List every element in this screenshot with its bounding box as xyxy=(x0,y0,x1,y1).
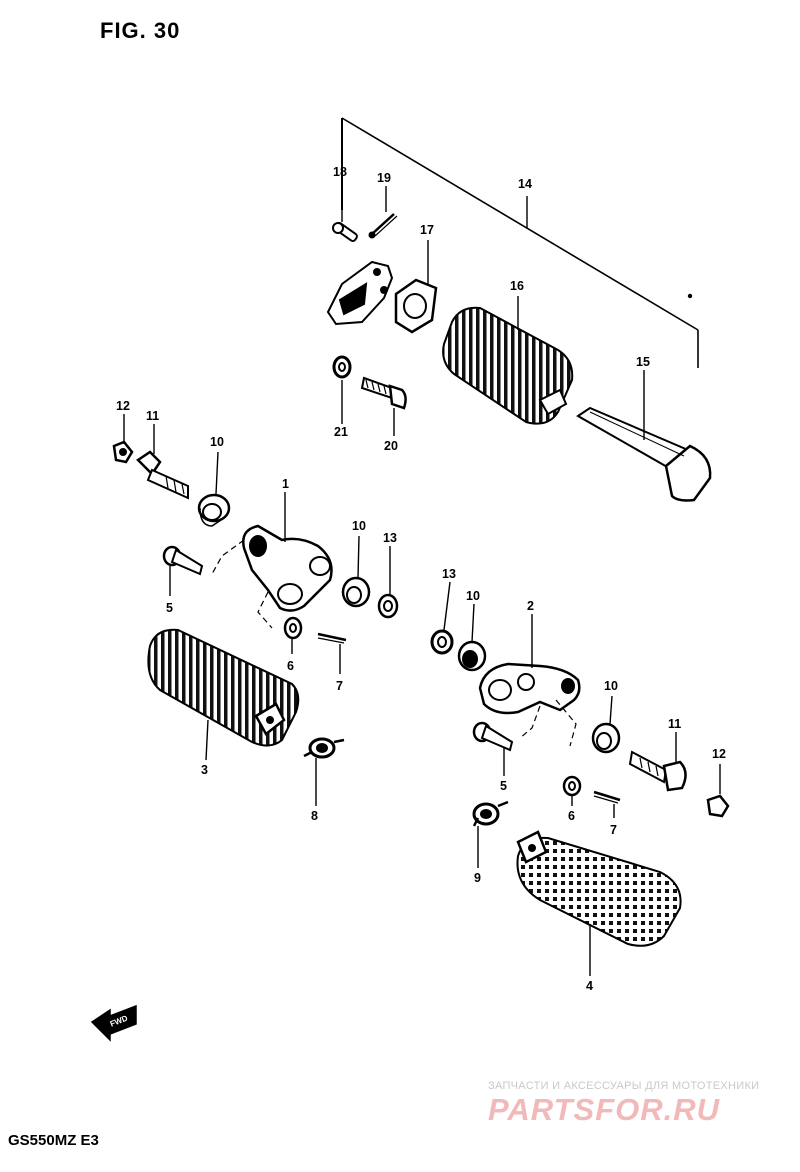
callout-5-left: 5 xyxy=(166,601,173,615)
footrest-bracket-17 xyxy=(326,260,394,326)
callout-21: 21 xyxy=(334,425,348,439)
footrest-bracket-2 xyxy=(478,662,581,747)
cap-nut-12-left xyxy=(112,440,134,464)
pivot-bolt-11-left xyxy=(136,450,189,500)
callout-3: 3 xyxy=(201,763,208,777)
callout-11-right: 11 xyxy=(668,717,681,731)
callout-20: 20 xyxy=(384,439,398,453)
gasket-plate-17 xyxy=(394,278,438,334)
callout-12-left: 12 xyxy=(116,399,130,413)
callout-10-left-lower: 10 xyxy=(352,519,366,533)
figure-title: FIG. 30 xyxy=(100,18,181,43)
washer-13-left xyxy=(377,593,399,619)
clevis-pin-18 xyxy=(332,222,358,242)
footrest-rubber-4 xyxy=(516,830,682,947)
washer-13-right xyxy=(430,629,454,655)
spring-9 xyxy=(472,800,509,827)
callout-18: 18 xyxy=(333,165,347,179)
bushing-10-right-lower xyxy=(591,722,621,754)
callout-10-left-upper: 10 xyxy=(210,435,224,449)
callout-13-right: 13 xyxy=(442,567,456,581)
washer-21 xyxy=(332,355,352,379)
callout-numbers: 18 19 14 17 16 15 21 20 12 11 10 1 10 13… xyxy=(109,165,726,1029)
callout-6-left: 6 xyxy=(287,659,294,673)
pin-5-right xyxy=(472,721,514,752)
cotter-pin-7-right xyxy=(593,790,621,804)
footrest-rubber-16 xyxy=(442,306,574,425)
footrest-pin-15 xyxy=(576,406,712,502)
callout-16: 16 xyxy=(510,279,524,293)
bushing-10-right-upper xyxy=(457,640,487,672)
callout-7-left: 7 xyxy=(336,679,343,693)
model-code: GS550MZ E3 xyxy=(8,1132,99,1149)
cap-nut-12-right xyxy=(706,794,730,818)
pin-5-left xyxy=(162,545,204,576)
cotter-pin-7-left xyxy=(317,632,347,644)
callout-7-right: 7 xyxy=(610,823,617,837)
callout-2: 2 xyxy=(527,599,534,613)
pivot-bolt-11-right xyxy=(628,750,687,792)
bolt-20 xyxy=(360,376,407,410)
callout-11-left: 11 xyxy=(146,409,159,423)
washer-6-left xyxy=(283,616,303,640)
cotter-pin-19 xyxy=(368,213,398,239)
callout-8: 8 xyxy=(311,809,318,823)
callout-19: 19 xyxy=(377,171,391,185)
callout-4: 4 xyxy=(586,979,593,993)
callout-10-right-lower: 10 xyxy=(604,679,618,693)
callout-9: 9 xyxy=(474,871,481,885)
callout-10-right-upper: 10 xyxy=(466,589,480,603)
bushing-10-left-lower xyxy=(341,576,371,608)
callout-17: 17 xyxy=(420,223,434,237)
washer-6-right xyxy=(562,775,582,797)
callout-1: 1 xyxy=(282,477,289,491)
footrest-rubber-3 xyxy=(147,628,300,747)
watermark-tagline: ЗАПЧАСТИ И АКСЕССУАРЫ ДЛЯ МОТОТЕХНИКИ xyxy=(488,1080,760,1092)
footrest-bracket-1 xyxy=(211,524,333,629)
forward-arrow-icon xyxy=(90,1004,137,1042)
watermark-brand: PARTSFOR.RU xyxy=(488,1092,721,1127)
callout-15: 15 xyxy=(636,355,650,369)
callout-14: 14 xyxy=(518,177,532,191)
callout-13-left: 13 xyxy=(383,531,397,545)
spring-8 xyxy=(303,737,345,759)
bushing-10-left-upper xyxy=(197,493,231,527)
callout-6-right: 6 xyxy=(568,809,575,823)
callout-5-right: 5 xyxy=(500,779,507,793)
callout-12-right: 12 xyxy=(712,747,726,761)
leader-lines xyxy=(123,182,721,976)
